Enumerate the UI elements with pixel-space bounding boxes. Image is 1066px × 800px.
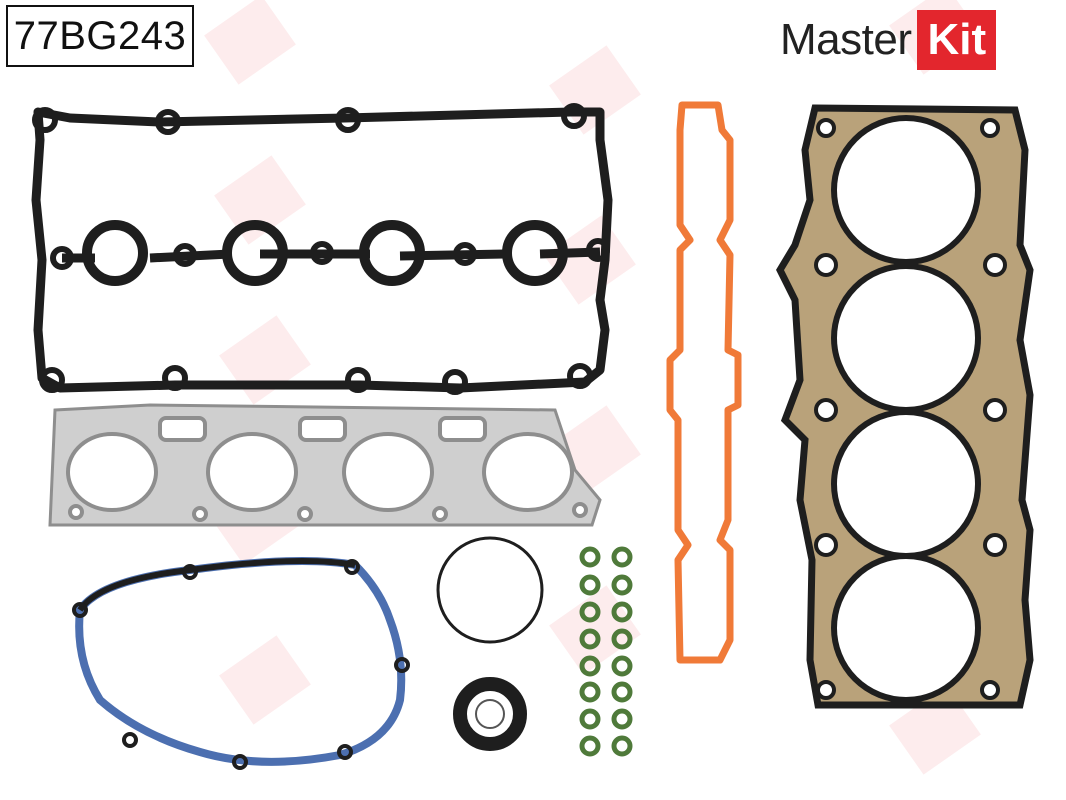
logo-kit-badge: Kit: [917, 10, 997, 70]
exhaust-manifold-gasket: [48, 403, 602, 527]
shaft-seal: [453, 677, 527, 751]
cylinder-head-gasket: [776, 104, 1034, 709]
part-number: 77BG243: [13, 13, 187, 58]
valve-stem-seals: [579, 546, 633, 757]
valve-cover-gasket: [31, 103, 613, 395]
intake-manifold-gasket: [666, 101, 742, 664]
timing-cover-gasket: [72, 557, 410, 770]
logo-master-text: Master: [780, 15, 912, 64]
part-number-box: 77BG243: [6, 5, 194, 67]
o-ring: [436, 536, 544, 644]
masterkit-logo: Master Kit: [780, 8, 997, 72]
